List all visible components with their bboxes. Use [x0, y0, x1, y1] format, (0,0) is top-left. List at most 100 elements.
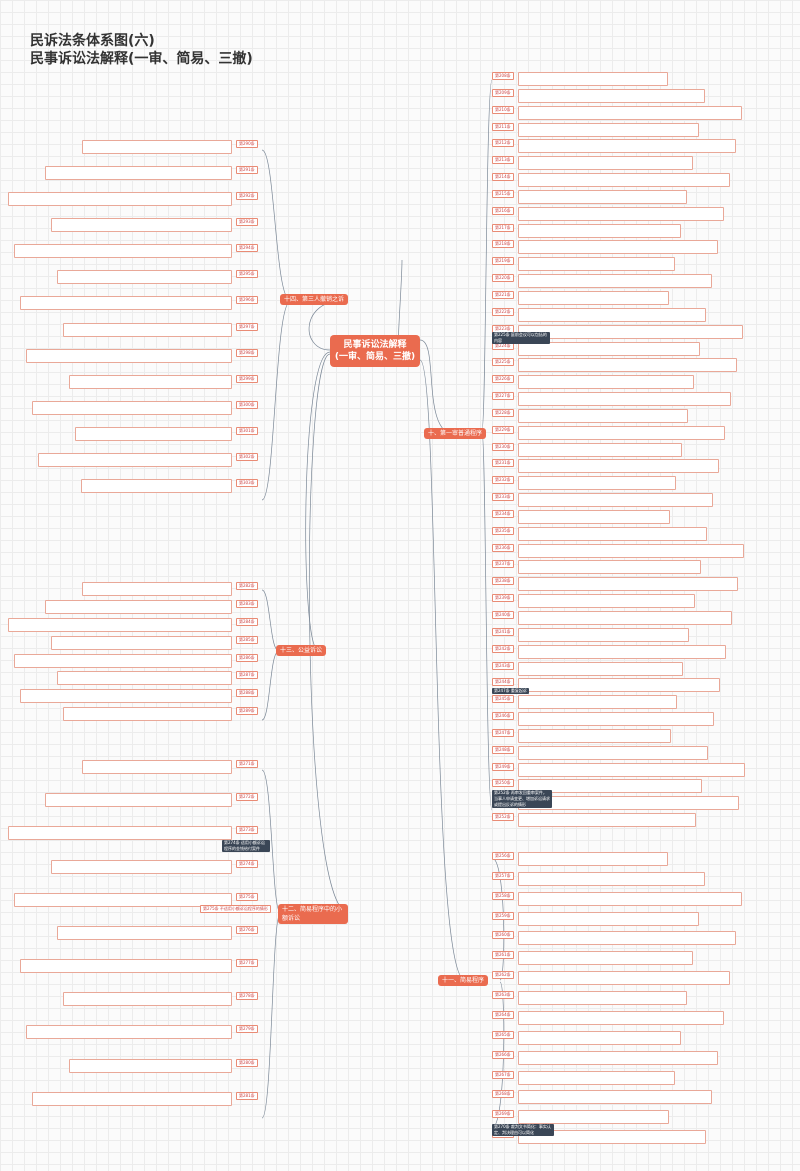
article-node[interactable]: 第237条 [492, 560, 514, 569]
article-node[interactable]: 第225条 [492, 358, 514, 367]
article-node[interactable]: 第241条 [492, 627, 514, 636]
section-small-claims[interactable]: 十二、简易程序中的小额诉讼 [278, 904, 348, 924]
article-node[interactable]: 第244条 [492, 678, 514, 687]
article-node[interactable]: 第260条 [492, 931, 514, 940]
article-node[interactable]: 第242条 [492, 644, 514, 653]
article-node[interactable]: 第233条 [492, 493, 514, 502]
article-node[interactable]: 第286条 [236, 653, 258, 662]
article-node[interactable]: 第252条 [492, 813, 514, 822]
article-node[interactable]: 第293条 [236, 218, 258, 227]
article-node[interactable]: 第265条 [492, 1030, 514, 1039]
article-node[interactable]: 第263条 [492, 991, 514, 1000]
article-node[interactable]: 第295条 [236, 270, 258, 279]
article-225-node[interactable]: 第225条 庭前会议可以包括的内容 [492, 332, 550, 344]
article-node[interactable]: 第262条 [492, 971, 514, 980]
article-node[interactable]: 第303条 [236, 478, 258, 487]
article-node[interactable]: 第269条 [492, 1110, 514, 1119]
article-node[interactable]: 第297条 [236, 322, 258, 331]
article-node[interactable]: 第258条 [492, 891, 514, 900]
section-first-instance[interactable]: 十、第一审普通程序 [424, 428, 487, 439]
article-275-node[interactable]: 第275条 不适用小额诉讼程序的情形 [200, 905, 271, 913]
article-node[interactable]: 第208条 [492, 72, 514, 80]
article-node[interactable]: 第215条 [492, 189, 514, 198]
article-node[interactable]: 第211条 [492, 122, 514, 131]
article-274-node[interactable]: 第274条 适用小额诉讼程序的金钱给付案件 [222, 840, 270, 852]
article-node[interactable]: 第277条 [236, 959, 258, 968]
article-node[interactable]: 第288条 [236, 689, 258, 698]
article-node[interactable]: 第292条 [236, 192, 258, 201]
article-node[interactable]: 第240条 [492, 611, 514, 620]
article-node[interactable]: 第227条 [492, 392, 514, 401]
article-node[interactable]: 第248条 [492, 745, 514, 754]
article-node[interactable]: 第275条 [236, 892, 258, 901]
article-node[interactable]: 第271条 [236, 760, 258, 768]
article-node[interactable]: 第257条 [492, 871, 514, 880]
article-node[interactable]: 第278条 [236, 992, 258, 1001]
article-node[interactable]: 第281条 [236, 1091, 258, 1100]
article-252-node[interactable]: 第252条 再审发回重审案件，当事人申请变更、增加诉讼请求或提出反诉的情形 [492, 790, 552, 808]
article-node[interactable]: 第238条 [492, 577, 514, 586]
article-node[interactable]: 第219条 [492, 257, 514, 266]
article-node[interactable]: 第226条 [492, 375, 514, 384]
article-node[interactable]: 第232条 [492, 476, 514, 485]
article-node[interactable]: 第276条 [236, 925, 258, 934]
article-node[interactable]: 第287条 [236, 671, 258, 680]
article-node[interactable]: 第228条 [492, 408, 514, 417]
article-node[interactable]: 第212条 [492, 139, 514, 148]
article-node[interactable]: 第239条 [492, 594, 514, 603]
article-node[interactable]: 第259条 [492, 911, 514, 920]
article-247-node[interactable]: 第247条 重复起诉 [492, 688, 529, 694]
article-node[interactable]: 第229条 [492, 425, 514, 434]
article-node[interactable]: 第284条 [236, 617, 258, 626]
article-node[interactable]: 第285条 [236, 635, 258, 644]
article-node[interactable]: 第246条 [492, 712, 514, 721]
article-node[interactable]: 第283条 [236, 599, 258, 608]
article-node[interactable]: 第245条 [492, 695, 514, 704]
article-node[interactable]: 第214条 [492, 173, 514, 182]
article-node[interactable]: 第230条 [492, 442, 514, 451]
article-node[interactable]: 第264条 [492, 1010, 514, 1019]
article-node[interactable]: 第250条 [492, 779, 514, 788]
section-summary-procedure[interactable]: 十一、简易程序 [438, 975, 489, 986]
article-node[interactable]: 第261条 [492, 951, 514, 960]
article-node[interactable]: 第222条 [492, 307, 514, 316]
root-node[interactable]: 民事诉讼法解释 (一审、简易、三撤) [330, 335, 420, 367]
article-node[interactable]: 第221条 [492, 290, 514, 299]
article-node[interactable]: 第289条 [236, 707, 258, 716]
article-node[interactable]: 第298条 [236, 348, 258, 357]
article-node[interactable]: 第301条 [236, 426, 258, 435]
article-node[interactable]: 第216条 [492, 206, 514, 215]
section-public-interest[interactable]: 十三、公益诉讼 [276, 645, 327, 656]
article-node[interactable]: 第300条 [236, 400, 258, 409]
article-node[interactable]: 第235条 [492, 526, 514, 535]
article-node[interactable]: 第296条 [236, 296, 258, 305]
article-node[interactable]: 第282条 [236, 582, 258, 590]
article-node[interactable]: 第234条 [492, 509, 514, 518]
article-node[interactable]: 第218条 [492, 240, 514, 249]
article-node[interactable]: 第217条 [492, 223, 514, 232]
article-node[interactable]: 第236条 [492, 543, 514, 552]
article-node[interactable]: 第302条 [236, 452, 258, 461]
article-node[interactable]: 第268条 [492, 1090, 514, 1099]
article-node[interactable]: 第299条 [236, 374, 258, 383]
article-node[interactable]: 第266条 [492, 1050, 514, 1059]
article-node[interactable]: 第213条 [492, 156, 514, 165]
article-node[interactable]: 第209条 [492, 88, 514, 97]
article-node[interactable]: 第256条 [492, 852, 514, 860]
article-node[interactable]: 第273条 [236, 826, 258, 835]
article-node[interactable]: 第280条 [236, 1058, 258, 1067]
article-node[interactable]: 第291条 [236, 166, 258, 175]
article-node[interactable]: 第294条 [236, 244, 258, 253]
article-270-node[interactable]: 第270条 裁判文书简化：事实认定、判决理由可以简化 [492, 1124, 554, 1136]
section-third-party-revocation[interactable]: 十四、第三人撤销之诉 [280, 294, 349, 305]
article-node[interactable]: 第247条 [492, 728, 514, 737]
article-node[interactable]: 第279条 [236, 1025, 258, 1034]
article-node[interactable]: 第210条 [492, 105, 514, 114]
article-node[interactable]: 第220条 [492, 274, 514, 283]
article-node[interactable]: 第274条 [236, 859, 258, 868]
article-node[interactable]: 第272条 [236, 793, 258, 802]
article-node[interactable]: 第231条 [492, 459, 514, 468]
article-node[interactable]: 第290条 [236, 140, 258, 148]
article-node[interactable]: 第267条 [492, 1070, 514, 1079]
article-node[interactable]: 第249条 [492, 762, 514, 771]
